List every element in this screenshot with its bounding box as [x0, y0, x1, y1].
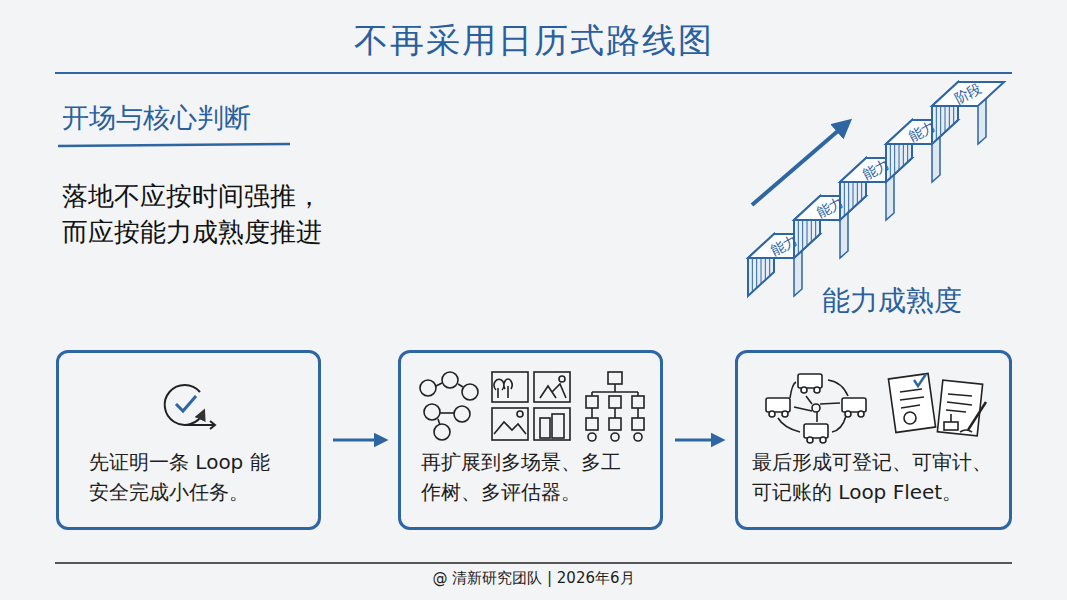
stage-box: 再扩展到多场景、多工 作树、多评估器。: [398, 350, 663, 530]
flow-arrow: [675, 439, 721, 442]
stage-box: 最后形成可登记、可审计、 可记账的 Loop Fleet。: [735, 350, 1012, 530]
stair-edge: [978, 99, 986, 144]
slide-title: 不再采用日历式路线图: [0, 18, 1067, 64]
footer-rule: [55, 562, 1012, 564]
core-statement: 落地不应按时间强推， 而应按能力成熟度推进: [62, 178, 337, 250]
box-text: 最后形成可登记、可审计、 可记账的 Loop Fleet。: [752, 447, 1002, 507]
flow-arrow: [333, 439, 384, 442]
ledger-icon: [888, 373, 986, 435]
scene-icons: [492, 372, 570, 440]
loop-icon: [165, 385, 215, 429]
section-heading: 开场与核心判断: [62, 100, 322, 136]
staircase: [748, 82, 1004, 296]
illustration-caption: 能力成熟度: [822, 282, 1002, 320]
box-text: 先证明一条 Loop 能 安全完成小任务。: [89, 447, 279, 507]
growth-arrow: [752, 124, 846, 205]
fleet-icon: [766, 374, 866, 443]
evaluator-tree-icon: [586, 372, 644, 441]
title-rule: [55, 72, 1012, 74]
heading-underline: [58, 144, 290, 146]
footer-caption: @ 清新研究团队 | 2026年6月: [0, 569, 1067, 588]
multi-loop-icon: [420, 372, 478, 440]
stair-hatch: [752, 254, 753, 292]
stage-box: 先证明一条 Loop 能 安全完成小任务。: [56, 350, 321, 530]
box-text: 再扩展到多场景、多工 作树、多评估器。: [421, 447, 633, 507]
